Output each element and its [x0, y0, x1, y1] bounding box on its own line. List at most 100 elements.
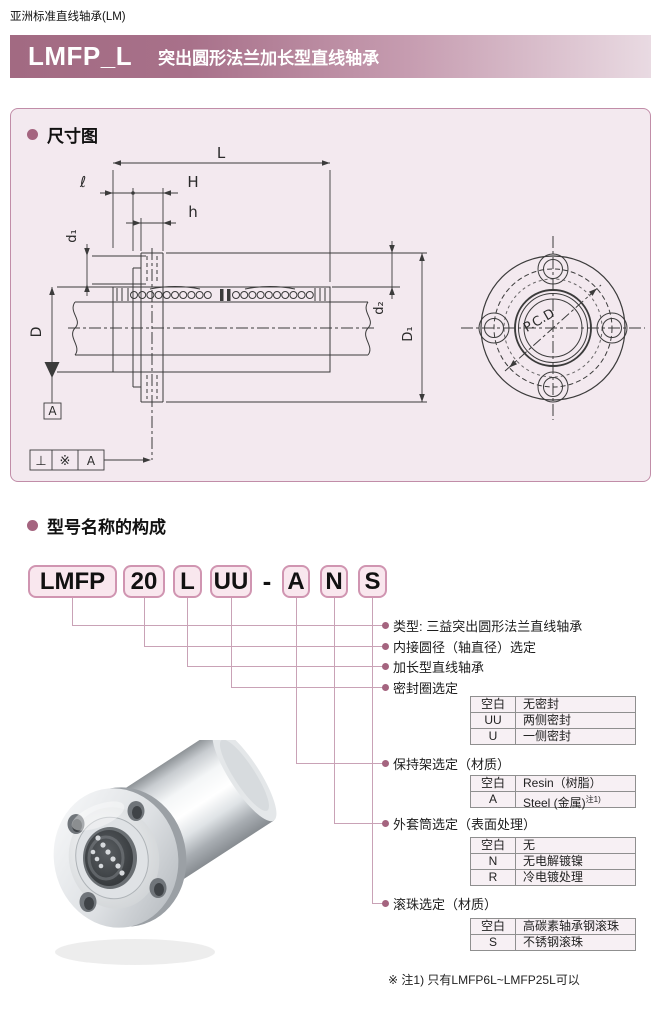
legend-label: 滚珠选定（材质）: [393, 896, 498, 912]
option-desc-cell: Resin（树脂）: [523, 776, 602, 790]
code-separator: -: [262, 566, 272, 596]
legend-label: 内接圆径（轴直径）选定: [393, 639, 537, 655]
technical-drawing: L ℓ H h d₁ D d₂ D₁ A ⊥ ※ A P.C.D: [29, 144, 645, 471]
connector-line: [187, 666, 385, 667]
bullet-icon: [382, 642, 389, 650]
dim-label-l: ℓ: [79, 173, 86, 191]
dim-label-D: D: [29, 327, 45, 338]
photo-inner-sleeve: [87, 835, 125, 881]
connector-line: [144, 598, 145, 646]
connector-line: [231, 598, 232, 687]
table-row: S 不锈钢滚珠: [471, 934, 635, 950]
code-box-bore: 20: [123, 565, 165, 598]
bullet-icon: [382, 899, 389, 907]
dim-label-d2: d₂: [372, 301, 387, 314]
option-code-cell: U: [471, 729, 516, 744]
legend-label: 类型: 三益突出圆形法兰直线轴承: [393, 618, 583, 634]
product-photo: [53, 740, 277, 965]
option-code-cell: N: [471, 854, 516, 869]
option-desc-cell: 不锈钢滚珠: [523, 935, 584, 949]
dim-label-d1: d₁: [65, 229, 80, 242]
bullet-icon: [27, 129, 38, 140]
option-code-cell: 空白: [471, 838, 516, 853]
dimension-lines: [29, 160, 427, 471]
photo-ball-rows: [90, 835, 125, 876]
connector-line: [334, 598, 335, 823]
gdt-perpendicularity-symbol: ⊥: [35, 454, 46, 469]
bullet-icon: [382, 683, 389, 691]
option-desc-cell: 无: [523, 838, 536, 852]
legend-item-type: 类型: 三益突出圆形法兰直线轴承: [382, 618, 583, 634]
option-code-cell: R: [471, 870, 516, 885]
series-banner: LMFP_L 突出圆形法兰加长型直线轴承: [10, 35, 651, 78]
connector-line: [296, 763, 385, 764]
option-desc-cell: 冷电镀处理: [523, 870, 584, 884]
bullet-icon: [382, 662, 389, 670]
legend-label: 保持架选定（材质）: [393, 756, 511, 772]
connector-line: [72, 598, 73, 625]
option-desc-cell: 高碳素轴承钢滚珠: [523, 919, 620, 933]
code-box-retainer: A: [282, 565, 310, 598]
option-code-cell: 空白: [471, 697, 516, 712]
bullet-icon: [27, 520, 38, 531]
bullet-icon: [382, 819, 389, 827]
dim-label-H: H: [187, 173, 198, 191]
connector-line: [231, 687, 385, 688]
photo-bolt-holes: [67, 801, 167, 912]
series-title: 突出圆形法兰加长型直线轴承: [158, 49, 380, 68]
legend-item-seal: 密封圈选定: [382, 680, 458, 696]
model-name-section-title: 型号名称的构成: [27, 513, 166, 538]
photo-highlight: [71, 801, 125, 831]
option-desc-cell: 无电解镀镍: [523, 854, 584, 868]
code-box-surface: N: [320, 565, 348, 598]
code-box-seal: UU: [210, 565, 252, 598]
bullet-icon: [382, 621, 389, 629]
legend-item-bore: 内接圆径（轴直径）选定: [382, 639, 537, 655]
footnote: ※ 注1) 只有LMFP6L~LMFP25L可以: [388, 973, 580, 987]
connector-line: [187, 598, 188, 666]
connector-line: [296, 598, 297, 763]
gdt-datum-letter: A: [87, 454, 96, 468]
model-name-section-title-text: 型号名称的构成: [47, 518, 166, 537]
code-box-ball: S: [358, 565, 387, 598]
dimension-section-title-text: 尺寸图: [47, 127, 98, 146]
legend-label: 加长型直线轴承: [393, 659, 485, 675]
dim-label-D1: D₁: [401, 326, 416, 341]
legend-item-ball: 滚珠选定（材质）: [382, 896, 498, 912]
side-view-drawing: [68, 248, 375, 460]
code-box-long: L: [173, 565, 202, 598]
option-desc-cell: 两侧密封: [523, 713, 572, 727]
table-row: 空白高碳素轴承钢滚珠: [471, 919, 635, 934]
dimension-section-title: 尺寸图: [27, 122, 98, 147]
connector-line: [372, 903, 385, 904]
table-row: N 无电解镀镍: [471, 853, 635, 869]
front-view-drawing: [461, 236, 645, 420]
table-row: 空白无密封: [471, 697, 635, 712]
table-row: U 一侧密封: [471, 728, 635, 744]
connector-line: [334, 823, 385, 824]
option-code-cell: 空白: [471, 919, 516, 934]
table-row: 空白无: [471, 838, 635, 853]
option-desc-cell: Steel (金属)注1): [523, 795, 601, 810]
legend-label: 外套筒选定（表面处理）: [393, 816, 537, 832]
datum-label: A: [48, 404, 57, 418]
connector-line: [144, 646, 385, 647]
gdt-reference-mark: ※: [60, 454, 71, 469]
legend-item-surface: 外套筒选定（表面处理）: [382, 816, 537, 832]
option-desc-cell: 一侧密封: [523, 729, 572, 743]
page-category-label: 亚洲标准直线轴承(LM): [10, 11, 126, 23]
photo-shadow: [55, 939, 215, 965]
bullet-icon: [382, 759, 389, 767]
table-row: R 冷电镀处理: [471, 869, 635, 885]
legend-item-retainer: 保持架选定（材质）: [382, 756, 511, 772]
option-code-cell: S: [471, 935, 516, 950]
series-code: LMFP_L: [28, 41, 133, 71]
legend-item-long-type: 加长型直线轴承: [382, 659, 485, 675]
pcd-label: P.C.D: [521, 306, 557, 336]
option-code-cell: UU: [471, 713, 516, 728]
